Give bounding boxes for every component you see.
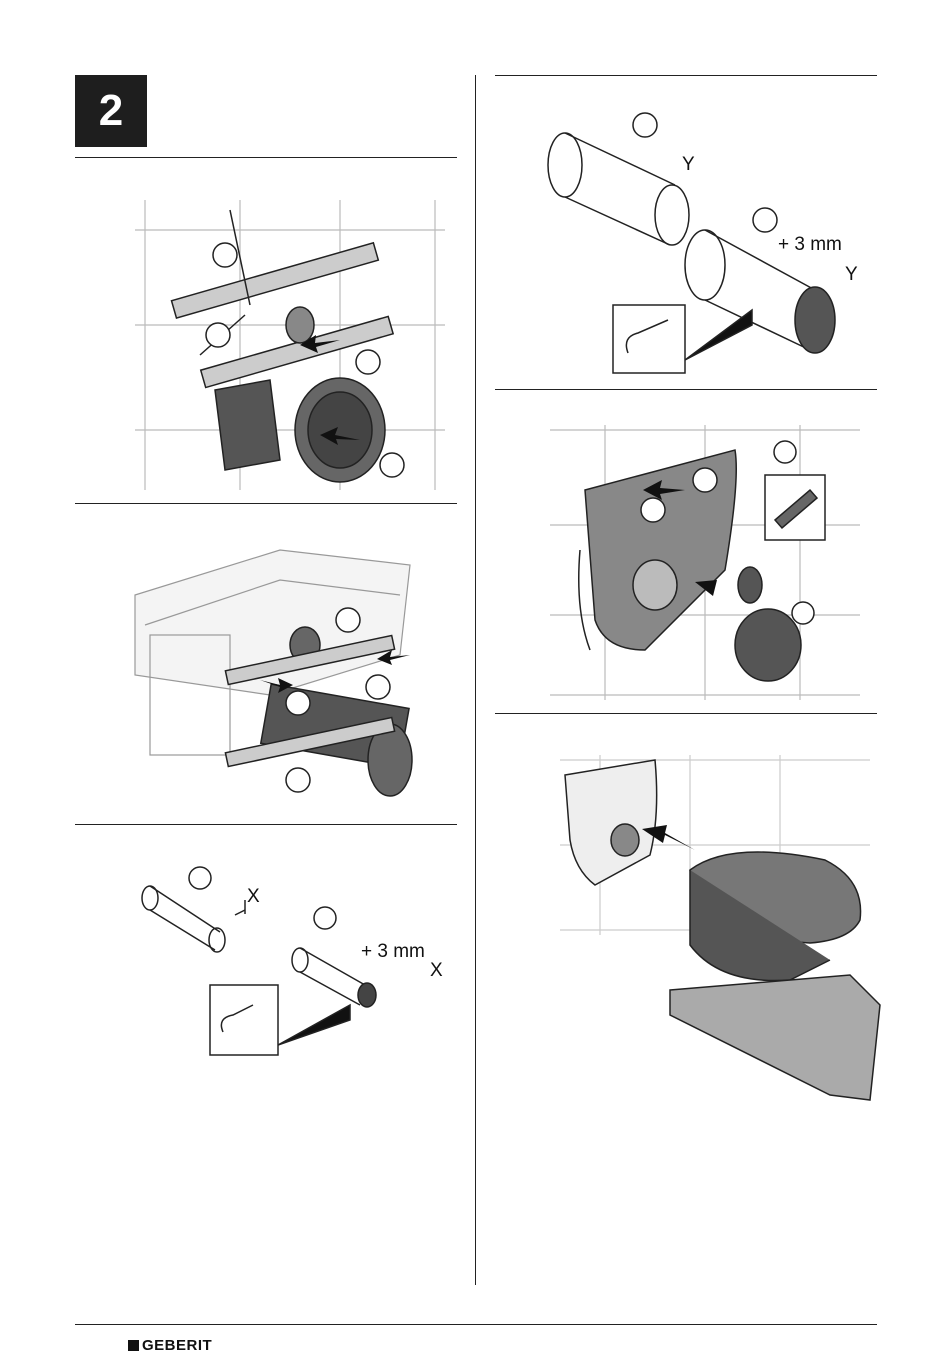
logo-square bbox=[128, 1340, 139, 1351]
column-divider bbox=[475, 75, 476, 1285]
illustration-mark-pipe-wall bbox=[130, 195, 450, 495]
footer-rule bbox=[75, 1324, 877, 1325]
dimension-x-label: X bbox=[430, 960, 443, 981]
illustration-mounting-plate bbox=[545, 420, 865, 705]
divider bbox=[495, 389, 877, 390]
illustration-cut-pipe-x: X + 3 mm X bbox=[135, 860, 455, 1060]
illustration-mark-pipe-frame bbox=[130, 535, 430, 815]
step-number-box: 2 bbox=[75, 75, 147, 147]
illustration-mount-toilet bbox=[550, 745, 880, 1100]
divider bbox=[495, 713, 877, 714]
offset-label: + 3 mm bbox=[778, 234, 842, 255]
brand-logo: GEBERIT bbox=[128, 1337, 212, 1354]
divider bbox=[75, 157, 457, 158]
divider bbox=[75, 824, 457, 825]
dimension-y-label: Y bbox=[845, 264, 858, 285]
offset-label: + 3 mm bbox=[361, 941, 425, 962]
illustration-cut-pipe-y: Y + 3 mm Y bbox=[540, 105, 875, 375]
divider bbox=[495, 75, 877, 76]
divider bbox=[75, 503, 457, 504]
dimension-y-label: Y bbox=[682, 154, 695, 175]
brand-name: GEBERIT bbox=[142, 1337, 212, 1354]
dimension-x-label: X bbox=[247, 886, 260, 907]
step-number: 2 bbox=[99, 86, 123, 136]
